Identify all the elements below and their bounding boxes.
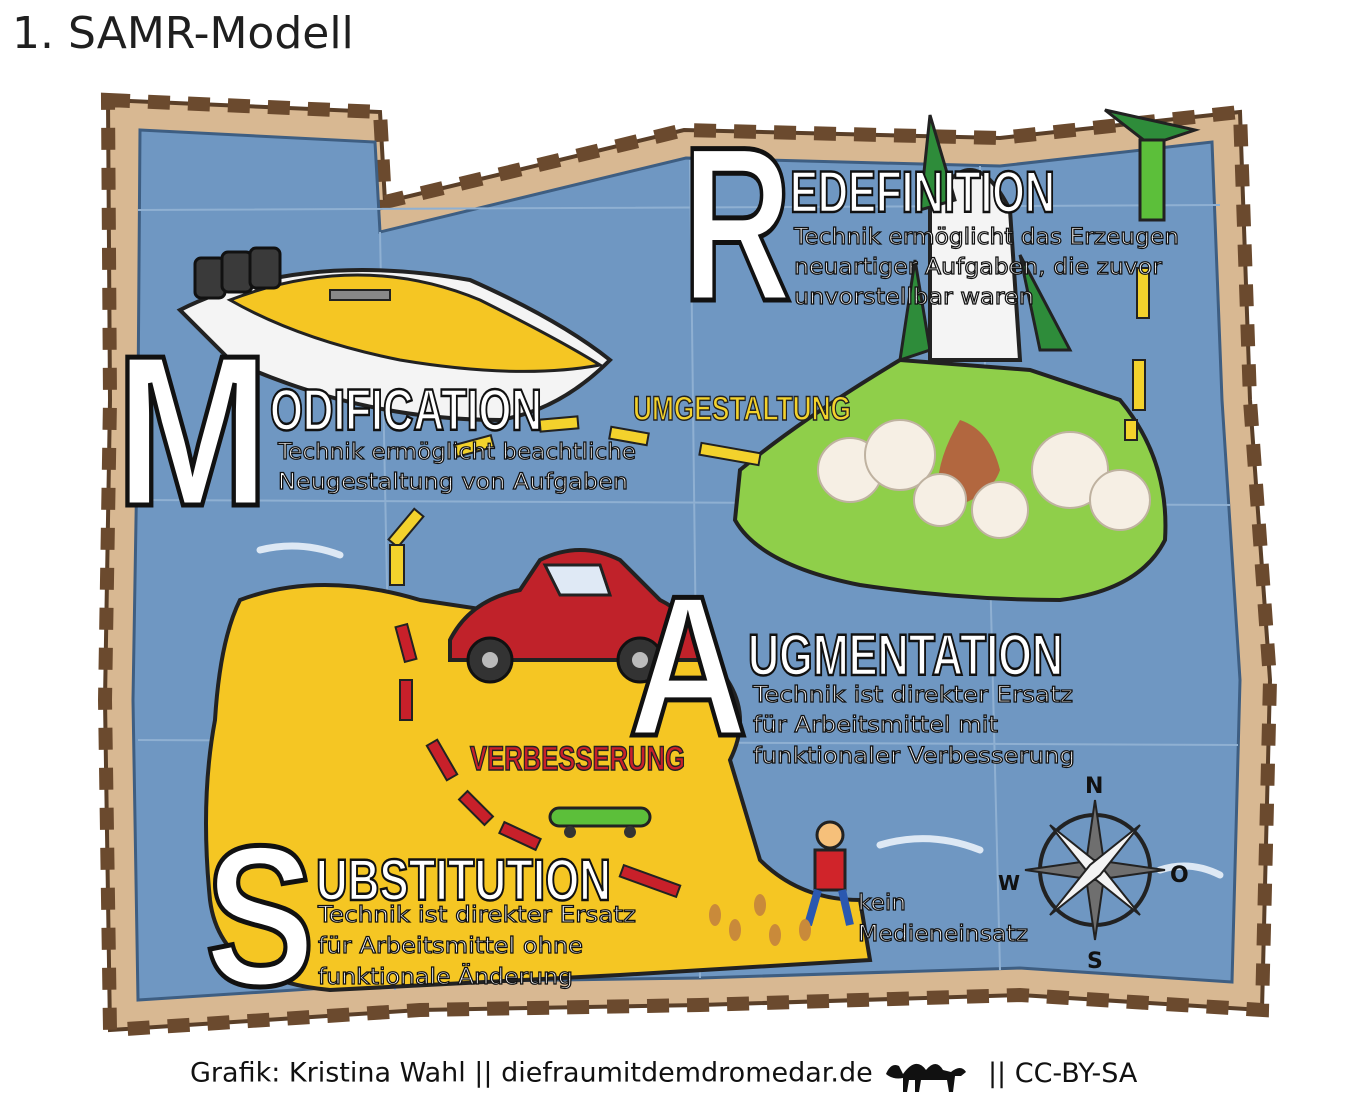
modification-desc-line1: Technik ermöglicht beachtliche bbox=[277, 440, 636, 465]
umgestaltung-label: UMGESTALTUNG bbox=[633, 390, 851, 428]
compass-south: S bbox=[1087, 949, 1103, 974]
augmentation-heading: UGMENTATION bbox=[748, 623, 1063, 688]
redefinition-letter: R bbox=[682, 101, 792, 347]
map-border-dashes bbox=[97, 92, 1278, 1038]
lower-path bbox=[394, 622, 682, 899]
flag-icon bbox=[1104, 108, 1201, 147]
verbesserung-label: VERBESSERUNG bbox=[470, 740, 685, 778]
redefinition-desc-line2: neuartiger Aufgaben, die zuvor bbox=[794, 255, 1163, 280]
augmentation-letter: A bbox=[628, 555, 748, 778]
page-title: 1. SAMR-Modell bbox=[12, 8, 354, 59]
credit-text: Grafik: Kristina Wahl || diefraumitdemdr… bbox=[190, 1057, 873, 1089]
compass-east: O bbox=[1170, 863, 1189, 888]
license-text: || CC-BY-SA bbox=[987, 1057, 1138, 1089]
substitution-desc-line2: für Arbeitsmittel ohne bbox=[318, 934, 583, 959]
footprints-icon bbox=[709, 894, 811, 946]
flag-pole bbox=[1138, 138, 1166, 222]
augmentation-desc-line2: für Arbeitsmittel mit bbox=[753, 713, 998, 738]
speedboat-illustration bbox=[176, 246, 613, 423]
upper-path bbox=[387, 267, 1150, 586]
compass-west: W bbox=[998, 871, 1020, 895]
modification-letter: M bbox=[115, 310, 270, 551]
credit-line: Grafik: Kristina Wahl || diefraumitdemdr… bbox=[190, 1054, 1137, 1094]
start-label-line2: Medieneinsatz bbox=[858, 922, 1028, 947]
augmentation-desc-line3: funktionaler Verbesserung bbox=[753, 744, 1075, 769]
modification-desc-line2: Neugestaltung von Aufgaben bbox=[278, 470, 628, 495]
substitution-desc-line1: Technik ist direkter Ersatz bbox=[317, 903, 636, 928]
skateboard-illustration bbox=[548, 806, 652, 838]
redefinition-desc-line3: unvorstellbar waren bbox=[794, 285, 1034, 310]
compass-rose-icon bbox=[1024, 799, 1166, 941]
substitution-heading: UBSTITUTION bbox=[316, 848, 611, 913]
substitution-desc-line3: funktionale Änderung bbox=[318, 964, 573, 990]
modification-heading: ODIFICATION bbox=[270, 378, 542, 443]
car-illustration bbox=[448, 548, 703, 684]
compass-north: N bbox=[1085, 774, 1103, 799]
dromedary-icon bbox=[886, 1063, 967, 1092]
start-label-line1: kein bbox=[858, 891, 906, 916]
substitution-letter: S bbox=[205, 805, 315, 1028]
person-illustration bbox=[804, 820, 854, 927]
augmentation-desc-line1: Technik ist direkter Ersatz bbox=[752, 683, 1073, 708]
redefinition-desc-line1: Technik ermöglicht das Erzeugen bbox=[793, 225, 1179, 250]
rocket-illustration bbox=[817, 114, 1151, 539]
redefinition-heading: EDEFINITION bbox=[790, 160, 1055, 225]
